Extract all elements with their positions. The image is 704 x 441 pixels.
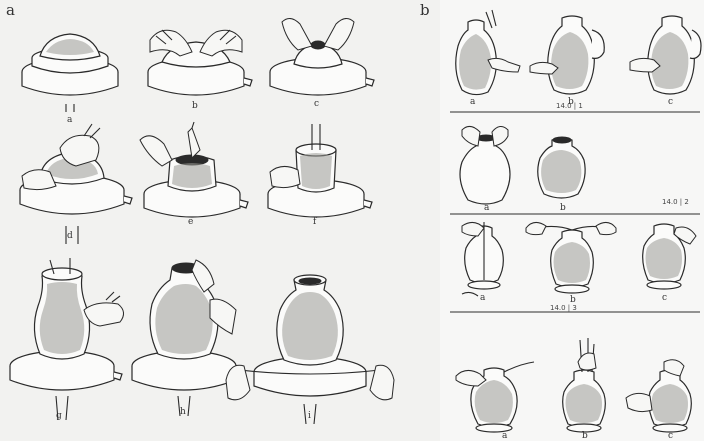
b1-reference: 14.0 | 1: [556, 102, 583, 110]
b1-step-c-label: c: [668, 97, 673, 107]
panel-b-letter: b: [420, 1, 430, 19]
step-f-label: f: [313, 217, 317, 227]
step-h-label: h: [180, 407, 186, 417]
step-f-illustration: f: [268, 124, 372, 227]
step-g-illustration: g: [10, 258, 124, 421]
b3-step-a-label: a: [480, 293, 486, 303]
step-c-label: c: [314, 99, 319, 109]
step-d-label: d: [67, 231, 73, 241]
b1-step-a-label: a: [470, 97, 476, 107]
step-d-illustration: d: [20, 124, 132, 244]
b2-step-a-label: a: [484, 203, 490, 213]
b4-step-b-label: b: [582, 431, 588, 441]
step-c-illustration: c: [270, 18, 374, 109]
b4-step-a-label: a: [502, 431, 508, 441]
step-b-illustration: b: [148, 30, 252, 111]
b4-step-c-label: c: [668, 431, 673, 441]
b3-step-c-label: c: [662, 293, 667, 303]
step-e-illustration: e: [140, 122, 248, 227]
b2-step-b-label: b: [560, 203, 566, 213]
step-g-label: g: [56, 411, 62, 421]
step-a-label: a: [67, 115, 73, 125]
step-a-illustration: a: [22, 34, 118, 125]
step-i-illustration: i: [226, 275, 394, 424]
panel-a-throwing-sequence: a b c: [10, 18, 394, 424]
step-i-label: i: [308, 411, 311, 421]
panel-a-letter: a: [6, 1, 15, 19]
step-h-illustration: h: [132, 260, 236, 417]
step-e-label: e: [188, 217, 193, 227]
step-b-label: b: [192, 101, 198, 111]
b3-reference: 14.0 | 3: [550, 304, 577, 312]
b2-reference: 14.0 | 2: [662, 198, 689, 206]
